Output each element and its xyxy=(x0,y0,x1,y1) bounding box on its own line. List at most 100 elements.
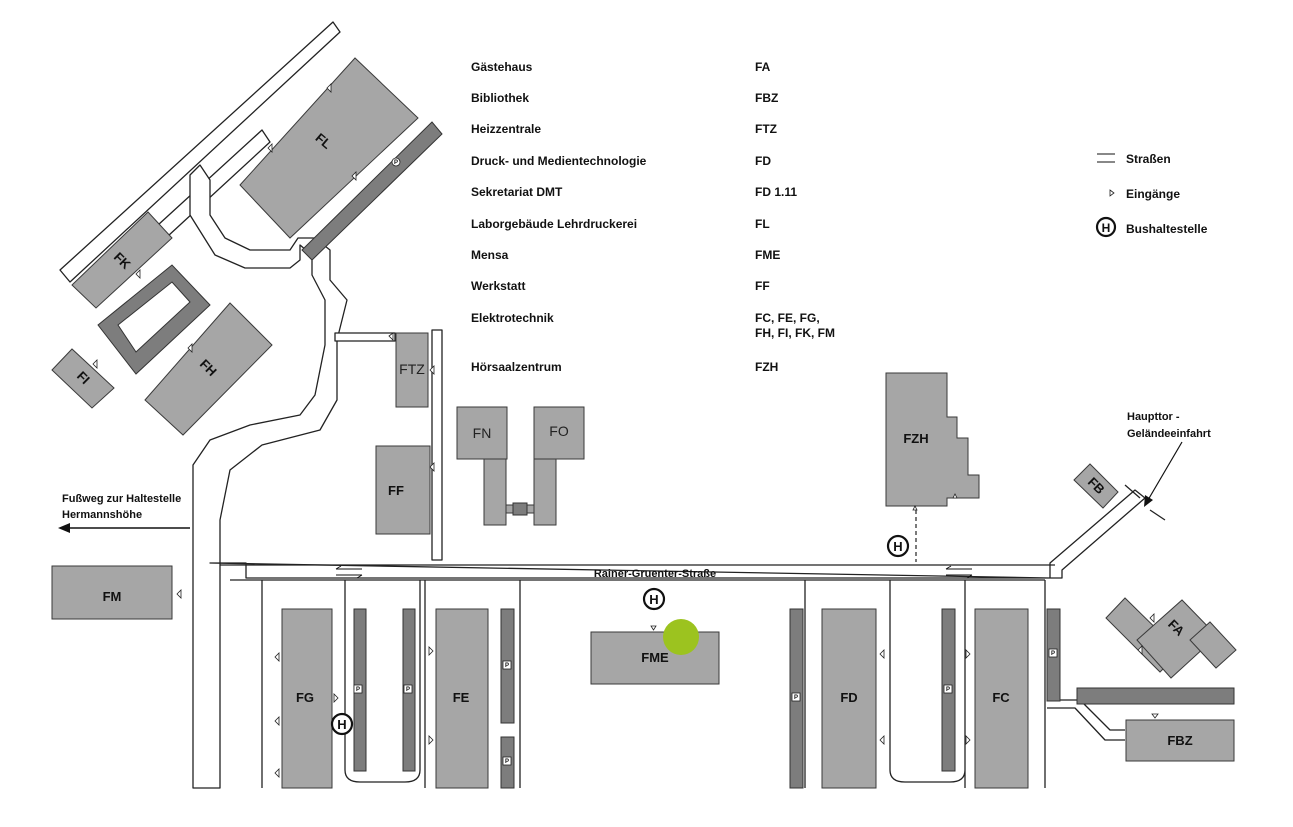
building-FM[interactable]: FM xyxy=(51,565,173,620)
building-FC[interactable]: FC xyxy=(974,608,1029,789)
building-FL[interactable]: FL xyxy=(239,57,419,239)
building-FN[interactable]: FN xyxy=(456,406,508,526)
svg-text:FBZ: FBZ xyxy=(1167,733,1192,748)
svg-text:P: P xyxy=(394,160,398,166)
parking-icon: P xyxy=(502,756,512,766)
svg-text:FE: FE xyxy=(453,690,470,705)
bus-stop-key-icon: H xyxy=(1095,216,1117,238)
building-dark-strip-FL xyxy=(301,121,443,261)
svg-text:FM: FM xyxy=(103,589,122,604)
svg-text:P: P xyxy=(946,687,950,693)
bus-stop[interactable]: H xyxy=(330,712,354,736)
svg-text:H: H xyxy=(893,539,902,554)
road-key-icon xyxy=(1097,153,1115,163)
building-FTZ[interactable]: FTZ xyxy=(395,332,429,408)
building-FZH[interactable]: FZH xyxy=(885,372,980,507)
entrance-icon xyxy=(274,652,280,662)
directory-name: Heizzentrale xyxy=(471,122,541,136)
svg-text:H: H xyxy=(337,717,346,732)
entrance-icon xyxy=(650,625,657,631)
entrance-icon xyxy=(965,735,971,745)
parking-icon: P xyxy=(502,660,512,670)
entrance-icon xyxy=(92,359,98,369)
svg-text:H: H xyxy=(1102,221,1111,235)
bus-stop[interactable]: H xyxy=(886,534,910,558)
entrance-icon xyxy=(952,493,958,499)
building-FA[interactable]: FA xyxy=(1105,597,1237,679)
main-gate-label-2: Geländeeinfahrt xyxy=(1127,428,1211,440)
svg-text:FD: FD xyxy=(840,690,857,705)
directory-name: Laborgebäude Lehrdruckerei xyxy=(471,217,637,231)
directory-code: FZH xyxy=(755,360,778,374)
directory-code: FL xyxy=(755,217,770,231)
entrance-icon xyxy=(429,365,435,375)
parking-marks: P P P P P P P P xyxy=(353,157,1058,766)
directory-code: FD xyxy=(755,154,771,168)
key-bus-stop-label: Bushaltestelle xyxy=(1126,222,1208,236)
footpath-label-2: Hermannshöhe xyxy=(62,509,142,521)
svg-text:FME: FME xyxy=(641,650,669,665)
entrance-icon xyxy=(428,646,434,656)
directory-name: Hörsaalzentrum xyxy=(471,360,562,374)
directory-code: FD 1.11 xyxy=(755,185,797,199)
courtyard xyxy=(117,281,191,353)
parking-icon: P xyxy=(353,684,363,694)
buildings: FL FK FH FI FTZ FF FN xyxy=(51,57,1237,789)
building-FME[interactable]: FME xyxy=(590,631,720,685)
two-way-arrow-left xyxy=(335,565,363,579)
directory-code: FBZ xyxy=(755,91,778,105)
entrance-icon xyxy=(388,332,394,341)
footpath-arrow xyxy=(58,523,190,533)
building-FI[interactable]: FI xyxy=(51,348,115,409)
main-gate-label-1: Haupttor - xyxy=(1127,411,1180,423)
svg-text:FTZ: FTZ xyxy=(399,361,425,377)
entrance-icon xyxy=(187,343,193,353)
entrance-icon xyxy=(429,462,435,472)
entrance-icon xyxy=(326,83,332,93)
building-FO[interactable]: FO xyxy=(533,406,585,526)
parking-icon: P xyxy=(791,692,801,702)
building-FK[interactable]: FK xyxy=(71,211,173,309)
directory-name: Elektrotechnik xyxy=(471,311,554,325)
roads xyxy=(59,21,1166,789)
building-FE[interactable]: FE xyxy=(435,608,489,789)
entrance-icon xyxy=(135,269,141,279)
map-key: Straßen Eingänge H Bushaltestelle xyxy=(1095,152,1208,238)
directory-code: FH, FI, FK, FM xyxy=(755,326,835,340)
directory-name: Druck- und Medientechnologie xyxy=(471,154,647,168)
entrance-icon xyxy=(274,716,280,726)
svg-text:FC: FC xyxy=(992,690,1010,705)
entrance-icon xyxy=(351,171,357,181)
location-marker[interactable] xyxy=(663,619,699,655)
bus-stop[interactable]: H xyxy=(642,587,666,611)
svg-text:FF: FF xyxy=(388,483,404,498)
building-FB[interactable]: FB xyxy=(1073,463,1119,509)
street-label: Rainer-Gruenter-Straße xyxy=(594,568,716,580)
building-FD[interactable]: FD xyxy=(821,608,877,789)
directory-name: Bibliothek xyxy=(471,91,529,105)
entrance-icon xyxy=(333,693,339,703)
entrance-icon xyxy=(879,735,885,745)
building-FH[interactable]: FH xyxy=(144,302,273,436)
building-FG[interactable]: FG xyxy=(281,608,333,789)
entrance-icon xyxy=(1137,645,1143,655)
entrance-icon xyxy=(428,735,434,745)
building-FBZ[interactable]: FBZ xyxy=(1125,719,1235,762)
directory-code: FC, FE, FG, xyxy=(755,311,820,325)
parking-icon: P xyxy=(403,684,413,694)
svg-text:P: P xyxy=(356,687,360,693)
entrance-icon xyxy=(879,649,885,659)
building-directory: Gästehaus FA Bibliothek FBZ Heizzentrale… xyxy=(471,60,835,374)
svg-text:H: H xyxy=(649,592,658,607)
directory-code: FTZ xyxy=(755,122,777,136)
entrance-icon xyxy=(274,768,280,778)
building-FF[interactable]: FF xyxy=(375,445,431,535)
parking-icon: P xyxy=(391,157,401,167)
svg-text:FO: FO xyxy=(549,423,569,439)
directory-name: Werkstatt xyxy=(471,279,525,293)
two-way-arrow-right xyxy=(945,565,973,579)
entrance-icon xyxy=(912,505,918,511)
entrance-icon xyxy=(176,589,182,599)
svg-text:P: P xyxy=(505,663,509,669)
directory-code: FME xyxy=(755,248,780,262)
